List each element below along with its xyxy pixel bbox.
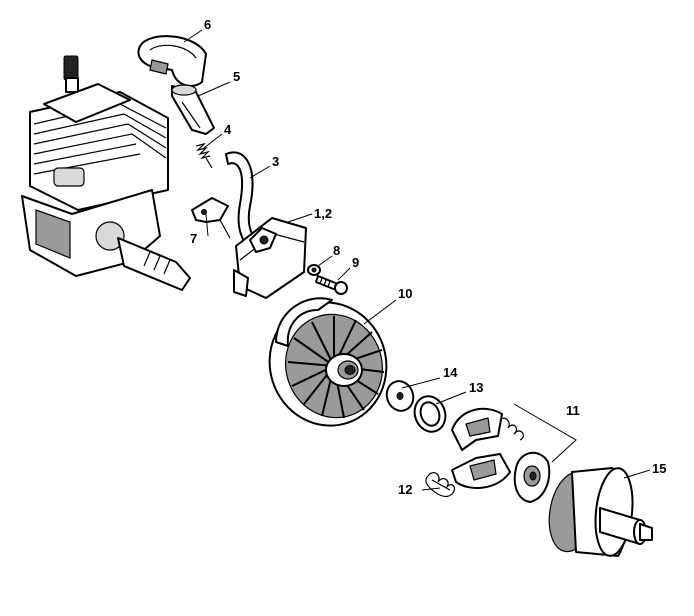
part-15-clutch-drum: [548, 467, 653, 557]
callout-leader-lines: [183, 29, 651, 491]
callout-15: 15: [652, 461, 667, 476]
callout-11: 11: [566, 403, 580, 418]
callout-10: 10: [398, 286, 413, 301]
part-10-flywheel: [268, 297, 388, 427]
callout-7: 7: [190, 231, 198, 246]
callout-14: 14: [443, 365, 458, 380]
callout-3: 3: [272, 154, 280, 169]
part-1-2-ignition-module: [233, 217, 307, 299]
callout-9: 9: [352, 255, 360, 270]
part-5-plug-boot: [171, 84, 215, 135]
callout-13: 13: [469, 380, 484, 395]
callout-5: 5: [233, 69, 241, 84]
callout-12: 12: [398, 482, 413, 497]
part-9-screw: [315, 275, 348, 295]
spark-plug-icon: [63, 55, 79, 81]
callout-4: 4: [224, 122, 232, 137]
part-13-disc: [413, 395, 447, 433]
part-11-clutch: [451, 403, 577, 503]
part-6-cap: [137, 35, 207, 87]
crankshaft: [117, 237, 191, 291]
engine-cylinder-assembly: [21, 55, 191, 291]
part-14-washer: [385, 380, 415, 412]
callout-6: 6: [204, 17, 212, 32]
part-7-clip: [191, 197, 231, 239]
part-4-contact-spring: [195, 142, 213, 169]
callout-1-2: 1,2: [314, 206, 333, 221]
part-8-washer: [307, 264, 321, 276]
callout-8: 8: [333, 243, 341, 258]
part-12-spring: [425, 472, 456, 498]
